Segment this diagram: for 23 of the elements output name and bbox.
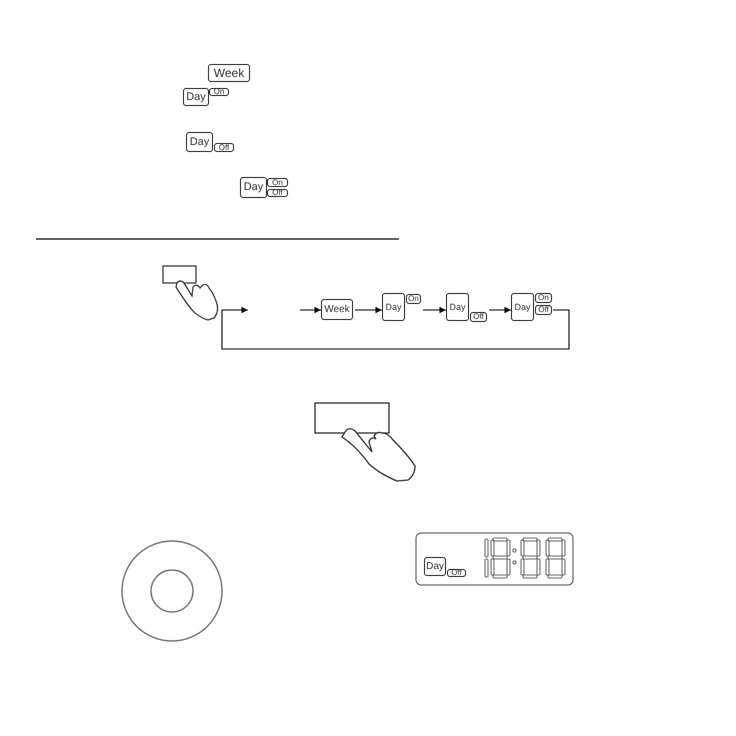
indicator-label: On	[267, 178, 288, 187]
indicator-label: On	[209, 88, 229, 96]
indicator-label: On	[535, 293, 552, 303]
arrow	[489, 306, 511, 314]
indicator-label: Day	[511, 293, 534, 321]
indicator-label: Off	[447, 569, 466, 577]
indicator-label: Off	[535, 305, 552, 315]
indicator-label: On	[406, 294, 421, 304]
arrow	[355, 306, 382, 314]
arrow	[300, 306, 321, 314]
indicator-label: Off	[214, 143, 234, 152]
indicator-label: Off	[267, 189, 288, 197]
indicator-label: Week	[208, 64, 250, 82]
arrow	[423, 306, 446, 314]
indicator-label: Day	[424, 557, 446, 576]
indicator-label: Day	[240, 177, 267, 198]
indicator-label: Off	[470, 312, 487, 322]
indicator-label: Day	[446, 293, 469, 321]
indicator-label: Day	[382, 293, 405, 321]
indicator-label: Week	[321, 299, 353, 320]
arrow	[221, 306, 570, 350]
indicator-label: Day	[183, 88, 209, 106]
indicator-label: Day	[186, 132, 213, 152]
